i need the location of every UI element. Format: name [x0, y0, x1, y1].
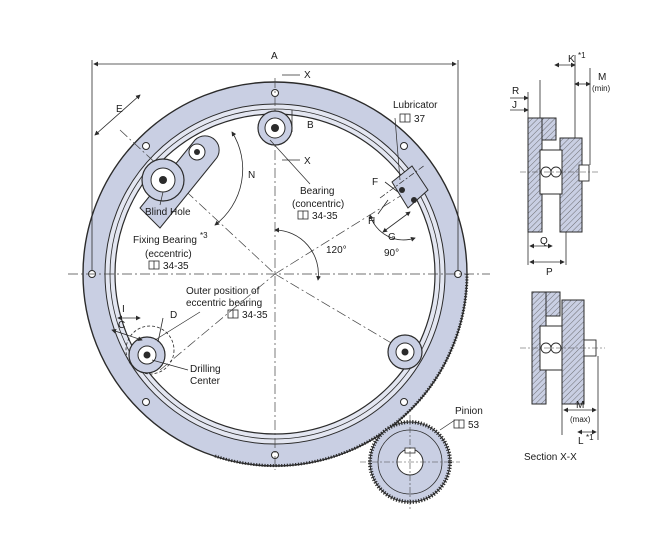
dim-K-sup: *1: [578, 51, 586, 60]
section-lower: [520, 291, 605, 405]
svg-text:*3: *3: [200, 231, 208, 240]
dim-B: B: [307, 120, 314, 131]
dim-M-max-note: (max): [570, 415, 591, 424]
dim-F: F: [372, 177, 378, 188]
book-icon: [453, 419, 465, 429]
angle-120: 120°: [326, 245, 347, 256]
dim-P: P: [546, 267, 553, 278]
dim-K: K: [568, 54, 575, 65]
svg-text:(concentric): (concentric): [292, 199, 344, 210]
section-dimension-lines: [510, 55, 599, 440]
dim-X-top: X: [304, 70, 311, 81]
svg-text:Pinion: Pinion: [455, 406, 483, 417]
dim-M-min-note: (min): [592, 84, 611, 93]
svg-text:37: 37: [414, 114, 426, 125]
dim-G: G: [388, 232, 396, 243]
dim-D: D: [170, 310, 177, 321]
svg-text:Outer position of: Outer position of: [186, 286, 260, 297]
book-icon: [399, 113, 411, 123]
callout-lubricator: Lubricator 37: [393, 100, 438, 125]
svg-text:34-35: 34-35: [312, 211, 338, 222]
dimension-lines: [91, 60, 459, 343]
book-icon: [297, 210, 309, 220]
dim-L-sup: *1: [586, 433, 594, 442]
section-label: Section X-X: [524, 452, 577, 463]
svg-text:Fixing Bearing: Fixing Bearing: [133, 235, 197, 246]
dim-M-max: M: [576, 400, 584, 411]
book-icon: [148, 260, 160, 270]
dim-H: H: [368, 216, 375, 227]
pinion: [360, 415, 460, 510]
leader-lines: [151, 117, 456, 431]
dim-J: J: [512, 100, 517, 111]
bearing-top: [257, 110, 293, 146]
dim-E: E: [116, 104, 123, 115]
svg-text:53: 53: [468, 420, 480, 431]
dim-N: N: [248, 170, 255, 181]
angle-90: 90°: [384, 248, 399, 259]
lubricator: [379, 164, 429, 209]
bearing-lower-right: [387, 334, 423, 370]
svg-text:Bearing: Bearing: [300, 186, 334, 197]
svg-text:34-35: 34-35: [163, 261, 189, 272]
book-icon: [227, 309, 239, 319]
svg-text:Blind Hole: Blind Hole: [145, 207, 191, 218]
callout-pinion: Pinion 53: [453, 406, 483, 431]
svg-text:Center: Center: [190, 376, 221, 387]
callout-outer-position: Outer position of eccentric bearing 34-3…: [186, 286, 268, 321]
dim-R: R: [512, 86, 519, 97]
dim-A: A: [271, 51, 278, 62]
dim-L: L: [578, 436, 584, 447]
svg-text:(eccentric): (eccentric): [145, 249, 192, 260]
dim-Q: Q: [540, 236, 548, 247]
dim-C: C: [118, 320, 125, 331]
svg-text:Lubricator: Lubricator: [393, 100, 438, 111]
svg-text:34-35: 34-35: [242, 310, 268, 321]
section-upper: [520, 117, 600, 233]
svg-text:eccentric bearing: eccentric bearing: [186, 298, 262, 309]
dim-I: I: [122, 304, 125, 315]
callout-bearing-concentric: Bearing (concentric) 34-35: [292, 186, 344, 222]
svg-text:Drilling: Drilling: [190, 364, 221, 375]
bearing-lower-left: [125, 325, 175, 375]
callout-drilling-center: Drilling Center: [190, 364, 221, 387]
bearing-eccentric: [139, 135, 220, 229]
dim-M-min: M: [598, 72, 606, 83]
callout-blind-hole: Blind Hole Fixing Bearing *3 (eccentric)…: [133, 207, 208, 272]
dim-X-mid: X: [304, 156, 311, 167]
